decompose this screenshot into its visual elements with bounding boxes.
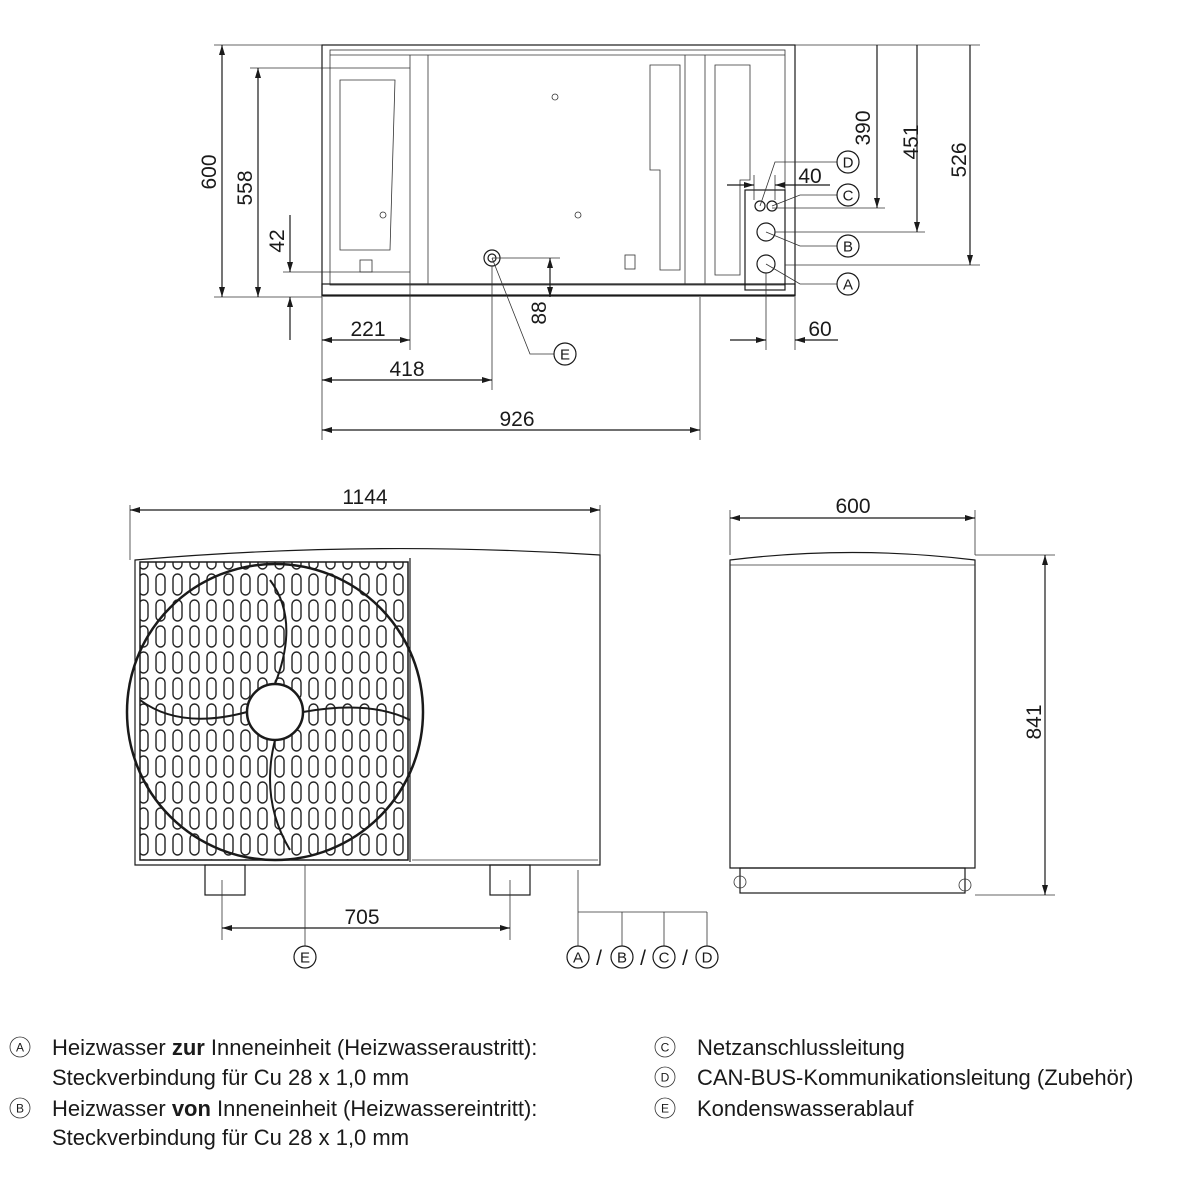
fan-icon bbox=[125, 562, 425, 862]
svg-text:C: C bbox=[661, 1041, 670, 1055]
dim-526: 526 bbox=[948, 142, 971, 177]
top-plate-outline bbox=[321, 44, 796, 296]
side-view: 600 841 bbox=[729, 495, 1055, 896]
svg-text:D: D bbox=[661, 1071, 670, 1085]
callout-D-front: D bbox=[695, 945, 719, 969]
side-housing bbox=[729, 551, 976, 869]
dim-42: 42 bbox=[266, 229, 289, 252]
svg-text:CAN-BUS-Kommunikationsleitung: CAN-BUS-Kommunikationsleitung (Zubehör) bbox=[697, 1065, 1134, 1090]
svg-text:A: A bbox=[573, 950, 583, 967]
svg-text:B: B bbox=[617, 950, 627, 967]
callout-C: C bbox=[836, 183, 860, 207]
callout-B-front: B bbox=[610, 945, 634, 969]
dim-600-side: 600 bbox=[835, 495, 870, 518]
dim-558: 558 bbox=[234, 170, 257, 205]
dim-40: 40 bbox=[798, 165, 821, 188]
dim-705: 705 bbox=[344, 906, 379, 929]
svg-text:Heizwasser von Inneneinheit (H: Heizwasser von Inneneinheit (Heizwassere… bbox=[52, 1096, 537, 1121]
separator: / bbox=[640, 947, 646, 970]
legend-item-D: D CAN-BUS-Kommunikationsleitung (Zubehör… bbox=[654, 1065, 1134, 1090]
dim-390: 390 bbox=[852, 110, 875, 145]
dim-1144: 1144 bbox=[342, 486, 387, 509]
svg-text:Steckverbindung für Cu 28 x 1,: Steckverbindung für Cu 28 x 1,0 mm bbox=[52, 1065, 409, 1090]
legend: A Heizwasser zur Inneneinheit (Heizwasse… bbox=[9, 1035, 1134, 1150]
dim-600-top: 600 bbox=[198, 154, 221, 189]
dim-451: 451 bbox=[900, 124, 923, 159]
front-view: 1144 705 E A / B / C / D bbox=[125, 486, 719, 970]
svg-text:C: C bbox=[659, 950, 670, 967]
dim-88: 88 bbox=[528, 301, 551, 324]
svg-text:Heizwasser zur Inneneinheit (H: Heizwasser zur Inneneinheit (Heizwassera… bbox=[52, 1035, 537, 1060]
callout-E-front: E bbox=[293, 945, 317, 969]
callout-A: A bbox=[836, 272, 860, 296]
dim-926: 926 bbox=[499, 408, 534, 431]
svg-text:Netzanschlussleitung: Netzanschlussleitung bbox=[697, 1035, 905, 1060]
svg-text:E: E bbox=[300, 950, 310, 967]
top-view: 600 558 42 88 390 451 526 40 60 221 418 … bbox=[198, 44, 980, 440]
svg-text:Kondenswasserablauf: Kondenswasserablauf bbox=[697, 1096, 914, 1121]
svg-text:E: E bbox=[661, 1102, 669, 1116]
svg-text:C: C bbox=[843, 188, 854, 205]
dim-60: 60 bbox=[808, 318, 831, 341]
separator: / bbox=[596, 947, 602, 970]
legend-item-A: A Heizwasser zur Inneneinheit (Heizwasse… bbox=[9, 1035, 537, 1090]
svg-text:B: B bbox=[843, 239, 853, 256]
dim-418: 418 bbox=[389, 358, 424, 381]
callout-B: B bbox=[836, 234, 860, 258]
legend-item-B: B Heizwasser von Inneneinheit (Heizwasse… bbox=[9, 1096, 537, 1150]
callout-C-front: C bbox=[652, 945, 676, 969]
svg-text:D: D bbox=[702, 950, 713, 967]
svg-text:A: A bbox=[16, 1041, 24, 1055]
svg-text:B: B bbox=[16, 1102, 24, 1116]
svg-text:Steckverbindung für Cu 28 x 1,: Steckverbindung für Cu 28 x 1,0 mm bbox=[52, 1125, 409, 1150]
separator: / bbox=[682, 947, 688, 970]
svg-text:A: A bbox=[843, 277, 853, 294]
svg-text:E: E bbox=[560, 347, 570, 364]
svg-text:D: D bbox=[843, 155, 854, 172]
dim-841: 841 bbox=[1023, 704, 1046, 739]
callout-E: E bbox=[553, 342, 577, 366]
legend-item-C: C Netzanschlussleitung bbox=[654, 1035, 905, 1060]
front-housing bbox=[134, 547, 601, 866]
callout-A-front: A bbox=[566, 945, 590, 969]
dim-221: 221 bbox=[350, 318, 385, 341]
legend-item-E: E Kondenswasserablauf bbox=[654, 1096, 914, 1121]
callout-D: D bbox=[836, 150, 860, 174]
